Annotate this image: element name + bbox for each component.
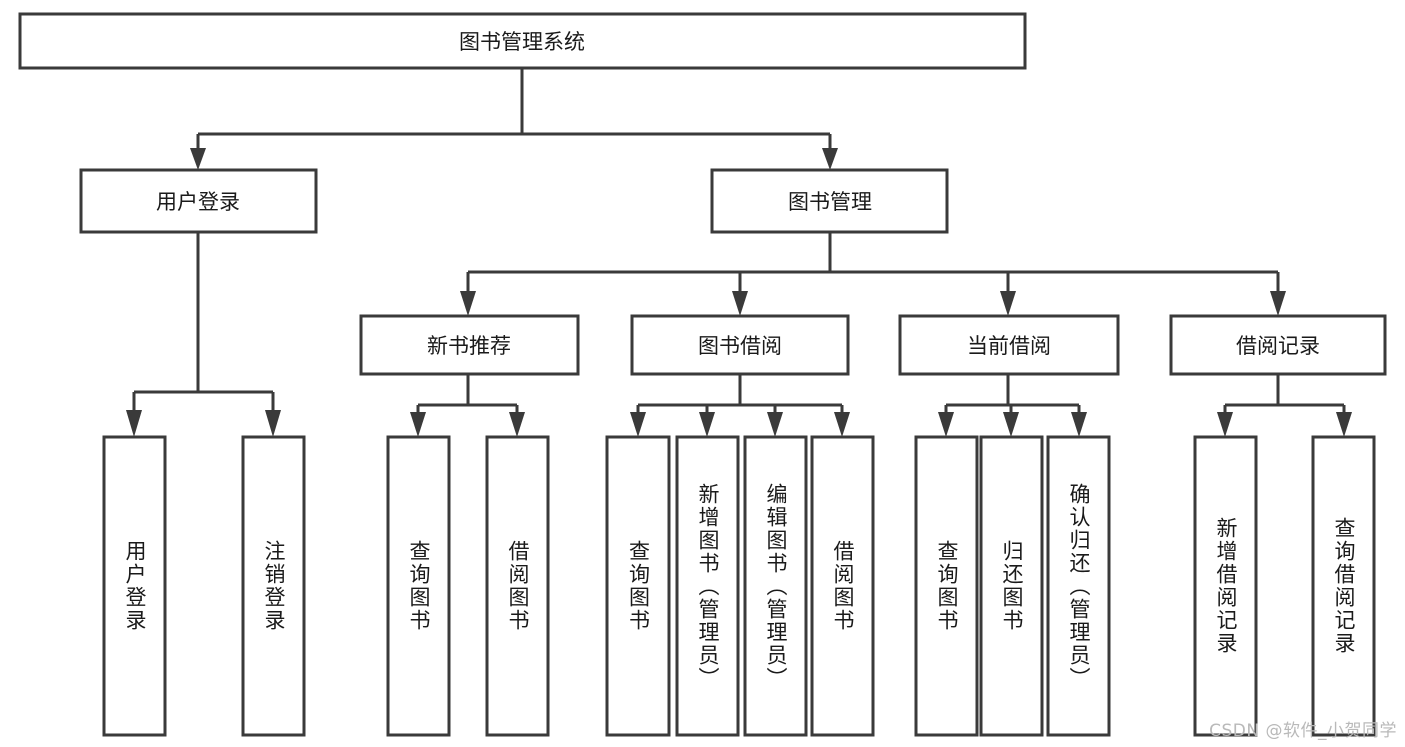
arrow-head-current-borrow — [1000, 291, 1016, 316]
leaf-bb-edit-book[interactable] — [743, 435, 808, 737]
arrow-head-cb-query — [938, 412, 954, 437]
node-user-login[interactable] — [79, 168, 318, 234]
arrow-head-book-mgmt — [822, 148, 838, 170]
arrow-head-leaf-logout — [265, 410, 281, 437]
node-user-login-label: 用户登录 — [156, 190, 240, 214]
leaf-user-login[interactable] — [102, 435, 167, 737]
arrow-head-bb-add — [699, 412, 715, 437]
arrow-head-bb-edit — [767, 412, 783, 437]
leaf-br-query-record[interactable] — [1311, 435, 1376, 737]
arrow-head-nb-query — [410, 412, 426, 437]
node-current-borrow-label: 当前借阅 — [967, 334, 1051, 358]
node-borrow-record-label: 借阅记录 — [1236, 334, 1320, 358]
leaf-logout[interactable] — [241, 435, 306, 737]
leaf-cb-return-book[interactable] — [979, 435, 1044, 737]
node-current-borrow[interactable] — [898, 314, 1120, 376]
csdn-watermark: CSDN @软件_小贺同学 — [1209, 721, 1397, 741]
connector-group-user-login — [126, 232, 281, 437]
connector-group-root — [190, 68, 838, 170]
leaf-cb-query-book[interactable] — [914, 435, 979, 737]
arrow-head-cb-return — [1003, 412, 1019, 437]
connector-group-book-mgmt — [460, 232, 1286, 316]
node-new-book-recommend[interactable] — [359, 314, 580, 376]
connector-group-borrow-record — [1217, 374, 1352, 437]
leaf-nb-borrow-book[interactable] — [485, 435, 550, 737]
arrow-head-cb-confirm — [1071, 412, 1087, 437]
node-new-book-recommend-label: 新书推荐 — [427, 334, 511, 358]
leaf-bb-query-book[interactable] — [605, 435, 671, 737]
leaf-br-add-record[interactable] — [1193, 435, 1258, 737]
leaf-bb-add-book[interactable] — [675, 435, 740, 737]
arrow-head-bb-borrow — [834, 412, 850, 437]
node-book-borrow-label: 图书借阅 — [698, 334, 782, 358]
node-book-borrow[interactable] — [630, 314, 850, 376]
arrow-head-new-book — [460, 291, 476, 316]
connector-group-book-borrow — [630, 374, 850, 437]
node-book-management-label: 图书管理 — [788, 190, 872, 214]
connector-group-current-borrow — [938, 374, 1087, 437]
arrow-head-leaf-user-login — [126, 410, 142, 437]
arrow-head-br-query — [1336, 412, 1352, 437]
leaf-bb-borrow-book[interactable] — [810, 435, 875, 737]
node-book-management[interactable] — [710, 168, 949, 234]
node-borrow-record[interactable] — [1169, 314, 1387, 376]
leaf-nb-query-book[interactable] — [386, 435, 451, 737]
leaf-cb-confirm-return[interactable] — [1046, 435, 1111, 737]
arrow-head-user-login — [190, 148, 206, 170]
arrow-head-borrow-record — [1270, 291, 1286, 316]
node-root-label: 图书管理系统 — [459, 30, 585, 54]
arrow-head-br-add — [1217, 412, 1233, 437]
arrow-head-nb-borrow — [509, 412, 525, 437]
node-root[interactable] — [18, 12, 1027, 70]
arrow-head-book-borrow — [732, 291, 748, 316]
connector-group-new-book — [410, 374, 525, 437]
arrow-head-bb-query — [630, 412, 646, 437]
